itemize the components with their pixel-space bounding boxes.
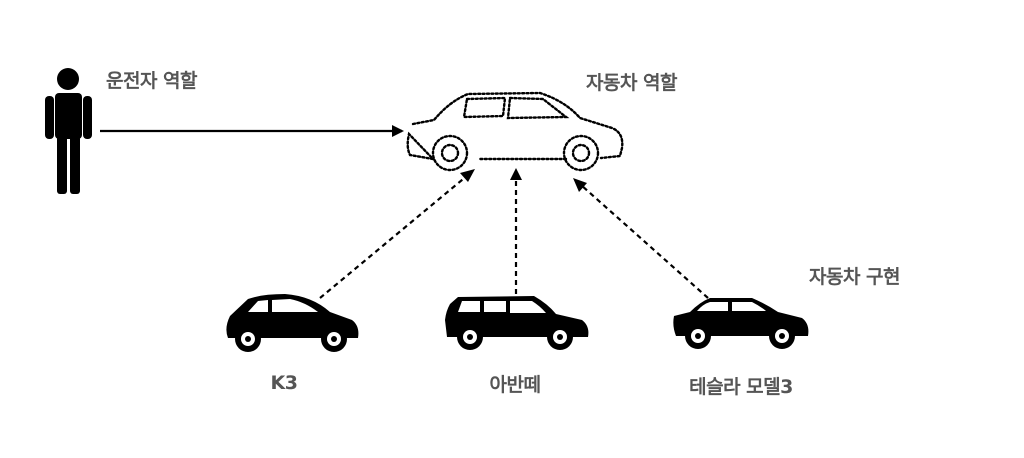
impl-label-k3: K3 [270, 372, 298, 394]
impl-label-tesla: 테슬라 모델3 [689, 376, 793, 398]
sedan-car-icon [673, 298, 809, 349]
dotted-car-icon [406, 91, 624, 172]
k3-arrowhead [460, 169, 475, 182]
k3-to-car-arrow [319, 174, 469, 299]
car-impl-label: 자동차 구현 [809, 266, 901, 288]
driver-role-label: 운전자 역할 [106, 70, 198, 92]
tesla-arrowhead [573, 178, 587, 192]
person-icon [45, 68, 92, 194]
impl-label-avante: 아반떼 [489, 374, 541, 396]
car-role-label: 자동차 역할 [586, 72, 678, 94]
tesla-to-car-arrow [580, 184, 709, 299]
hatchback-car-icon [226, 294, 359, 352]
avante-arrowhead [510, 168, 522, 180]
wagon-car-icon [445, 296, 589, 350]
